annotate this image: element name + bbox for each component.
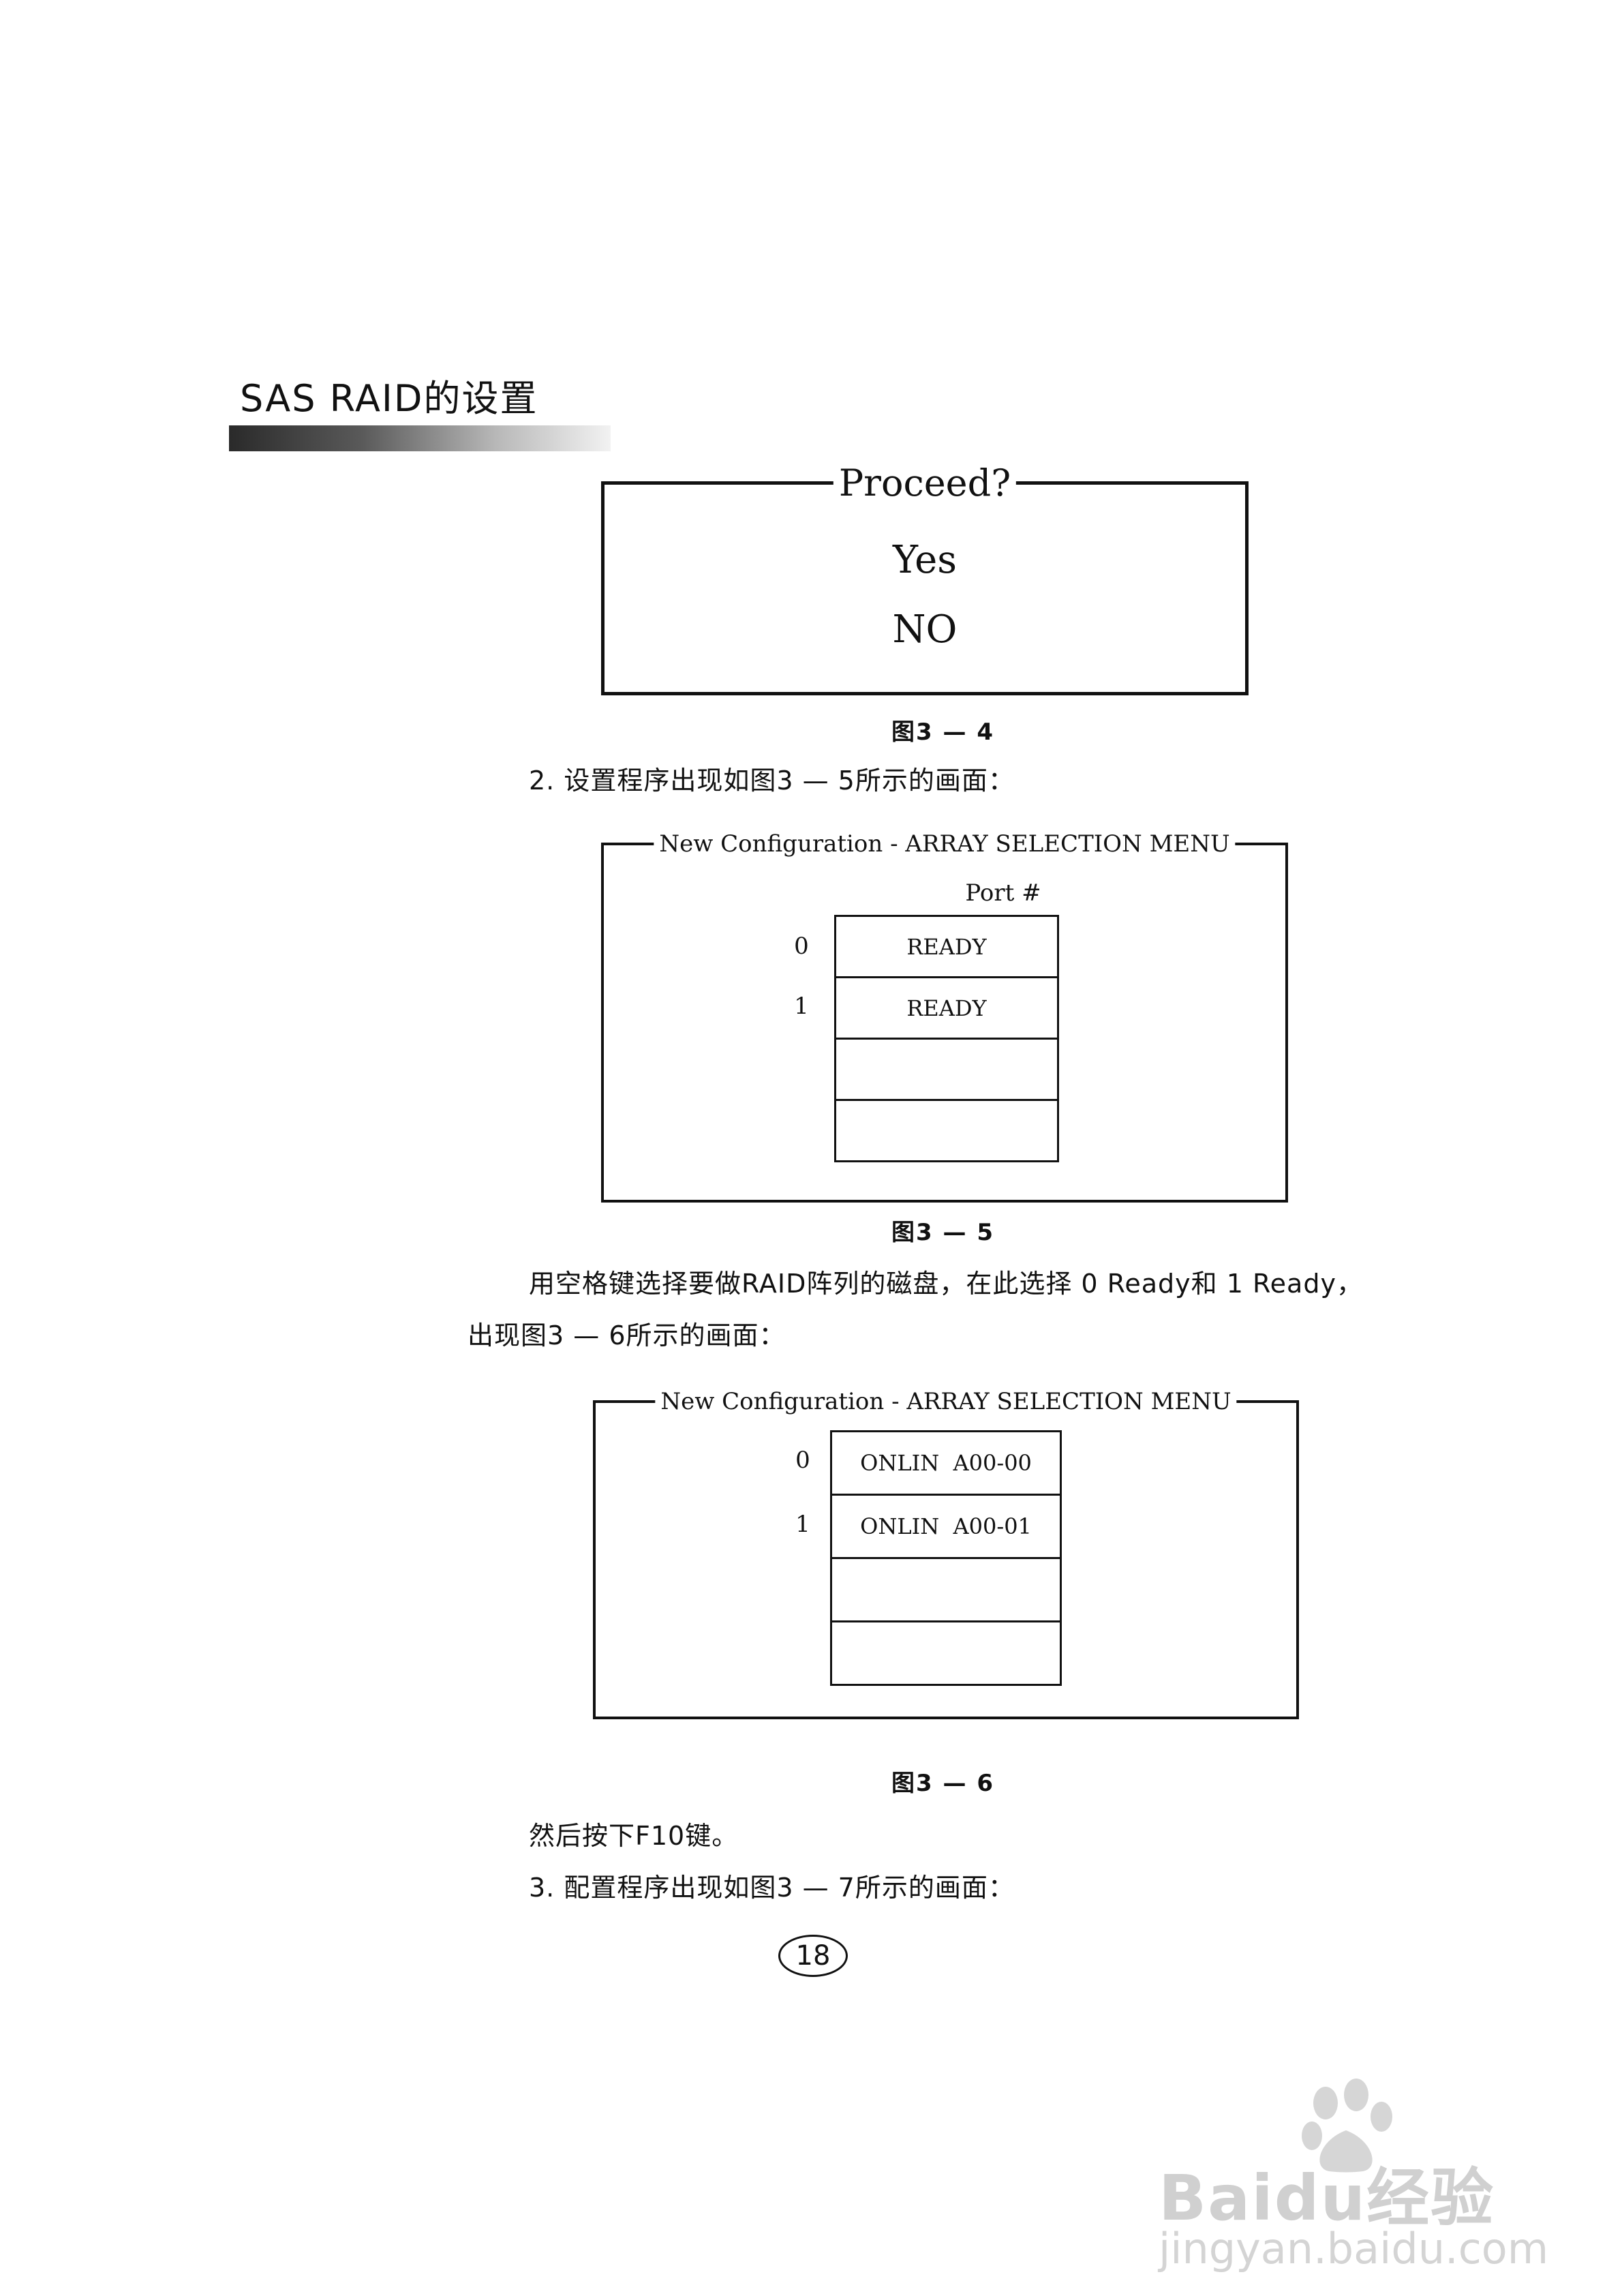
disk-slot[interactable]: ONLIN A00-00 <box>830 1430 1062 1496</box>
section-title: SAS RAID的设置 <box>240 377 538 420</box>
option-yes[interactable]: Yes <box>893 538 957 582</box>
option-no[interactable]: NO <box>892 607 958 652</box>
step-3-text: 3. 配置程序出现如图3 — 7所示的画面： <box>529 1873 1015 1903</box>
baidu-paw-icon <box>1302 2079 1392 2173</box>
disk-slot[interactable] <box>830 1557 1062 1622</box>
port-number: 0 <box>795 1447 810 1474</box>
array-selection-title: New Configuration - ARRAY SELECTION MENU <box>654 830 1236 858</box>
select-disks-text-line2: 出现图3 — 6所示的画面： <box>468 1320 786 1350</box>
array-selection-frame-3-6: New Configuration - ARRAY SELECTION MENU… <box>593 1388 1299 1719</box>
watermark-brand: Baidu经验 <box>1159 2162 1495 2235</box>
page-number: 18 <box>778 1935 848 1977</box>
title-gradient-bar <box>229 425 611 451</box>
disk-slot[interactable]: ONLIN A00-01 <box>830 1494 1062 1559</box>
array-selection-frame-3-5: New Configuration - ARRAY SELECTION MENU… <box>601 830 1288 1203</box>
array-selection-title: New Configuration - ARRAY SELECTION MENU <box>655 1388 1237 1415</box>
disk-slot[interactable]: READY <box>834 915 1059 978</box>
proceed-dialog-title: Proceed? <box>833 462 1017 504</box>
watermark-url: jingyan.baidu.com <box>1159 2224 1549 2274</box>
port-number: 1 <box>794 993 809 1020</box>
figure-caption-3-4: 图3 — 4 <box>891 719 994 746</box>
press-f10-text: 然后按下F10键。 <box>529 1821 739 1851</box>
port-number: 0 <box>794 933 809 960</box>
disk-slot[interactable] <box>830 1620 1062 1686</box>
disk-slot[interactable] <box>834 1038 1059 1101</box>
step-2-text: 2. 设置程序出现如图3 — 5所示的画面： <box>529 766 1015 796</box>
proceed-dialog-frame: Proceed? Yes NO <box>601 462 1249 695</box>
port-column-header: Port # <box>965 879 1041 907</box>
figure-caption-3-6: 图3 — 6 <box>891 1770 994 1797</box>
select-disks-text-line1: 用空格键选择要做RAID阵列的磁盘，在此选择 0 Ready和 1 Ready， <box>529 1269 1363 1299</box>
disk-slot[interactable] <box>834 1099 1059 1162</box>
figure-caption-3-5: 图3 — 5 <box>891 1219 994 1246</box>
port-number: 1 <box>795 1511 810 1538</box>
disk-slot[interactable]: READY <box>834 976 1059 1040</box>
